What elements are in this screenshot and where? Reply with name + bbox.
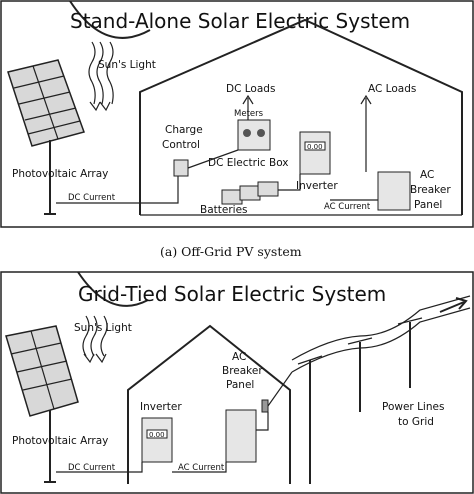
offgrid-dc-electric-box [237, 119, 271, 151]
offgrid-inverter-box [299, 131, 331, 175]
gridtied-suns-light-label: Sun's Light [74, 322, 132, 334]
offgrid-dc-electric-box-label: DC Electric Box [208, 157, 289, 169]
gridtied-ac-breaker-label-line2: Breaker [222, 365, 263, 377]
gridtied-panel: Grid-Tied Solar Electric System Sun's Li… [0, 271, 474, 494]
offgrid-inverter-display [304, 141, 326, 151]
offgrid-ac-breaker-label-line2: Breaker [410, 184, 451, 196]
gridtied-dc-current-label: DC Current [68, 463, 116, 473]
gridtied-sunlight-rays-icon [82, 315, 108, 364]
gridtied-power-lines-label-line2: to Grid [398, 416, 434, 428]
gridtied-inverter-box [141, 417, 173, 463]
offgrid-title: Stand-Alone Solar Electric System [70, 9, 410, 33]
offgrid-charge-control-box [173, 159, 189, 177]
offgrid-charge-control-label-line1: Charge [165, 124, 203, 136]
gridtied-photovoltaic-array-icon [5, 325, 79, 483]
gridtied-power-lines-label-line1: Power Lines [382, 401, 444, 413]
offgrid-meters-label: Meters [234, 109, 264, 119]
offgrid-panel: Stand-Alone Solar Electric System Sun's … [0, 0, 474, 228]
offgrid-sunlight-rays-icon [88, 41, 114, 112]
offgrid-meter-dial-icon [243, 129, 251, 137]
gridtied-ac-breaker-label-line3: Panel [226, 379, 254, 391]
offgrid-ac-breaker-label-line3: Panel [414, 199, 442, 211]
offgrid-charge-control-label-line2: Control [162, 139, 200, 151]
gridtied-inverter-display-value: 0.00 [149, 431, 165, 439]
offgrid-photovoltaic-array-icon [7, 59, 85, 215]
offgrid-dc-current-label: DC Current [68, 193, 116, 203]
offgrid-photovoltaic-array-label: Photovoltaic Array [12, 168, 108, 180]
offgrid-ac-breaker-label-line1: AC [420, 169, 434, 181]
gridtied-sun-icon [77, 271, 149, 307]
gridtied-inverter-display [146, 429, 168, 439]
offgrid-ac-loads-label: AC Loads [368, 83, 416, 95]
gridtied-power-lines-icon [291, 295, 471, 484]
gridtied-house-outline [127, 324, 291, 484]
caption-a: (a) Off-Grid PV system [160, 244, 302, 259]
offgrid-ac-current-label: AC Current [324, 202, 371, 212]
gridtied-ac-current-label: AC Current [178, 463, 225, 473]
offgrid-batteries-icon [221, 181, 279, 205]
offgrid-meter-dial-icon [257, 129, 265, 137]
gridtied-meter-icon [261, 399, 269, 413]
gridtied-title: Grid-Tied Solar Electric System [78, 282, 386, 306]
gridtied-inverter-label: Inverter [140, 401, 182, 413]
offgrid-inverter-display-value: 0.00 [307, 143, 323, 151]
gridtied-photovoltaic-array-label: Photovoltaic Array [12, 435, 108, 447]
offgrid-suns-light-label: Sun's Light [98, 59, 156, 71]
gridtied-ac-breaker-label-line1: AC [232, 351, 246, 363]
offgrid-sun-icon [69, 0, 151, 39]
offgrid-inverter-label: Inverter [296, 180, 338, 192]
offgrid-ac-breaker-panel-box [377, 171, 411, 211]
gridtied-ac-breaker-panel-box [225, 409, 257, 463]
offgrid-house-outline [139, 18, 463, 215]
offgrid-dc-loads-label: DC Loads [226, 83, 275, 95]
offgrid-batteries-label: Batteries [200, 204, 248, 216]
